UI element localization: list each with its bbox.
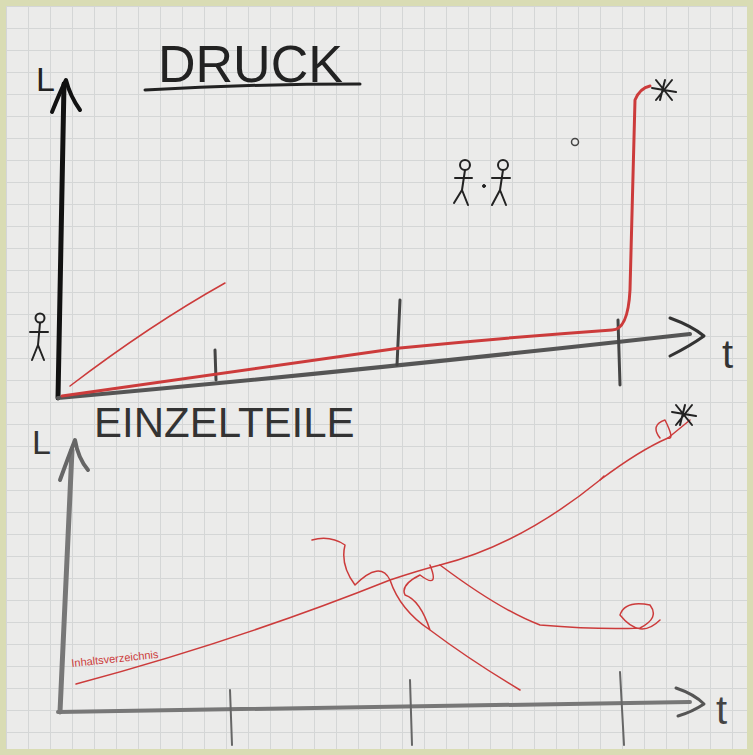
chart-title: EINZELTEILE (94, 402, 355, 444)
axis-label: L (32, 425, 51, 459)
axis-label: t (722, 334, 733, 374)
axis-label: t (716, 690, 727, 730)
axis-label: L (36, 62, 55, 96)
chart-title: DRUCK (158, 38, 343, 90)
